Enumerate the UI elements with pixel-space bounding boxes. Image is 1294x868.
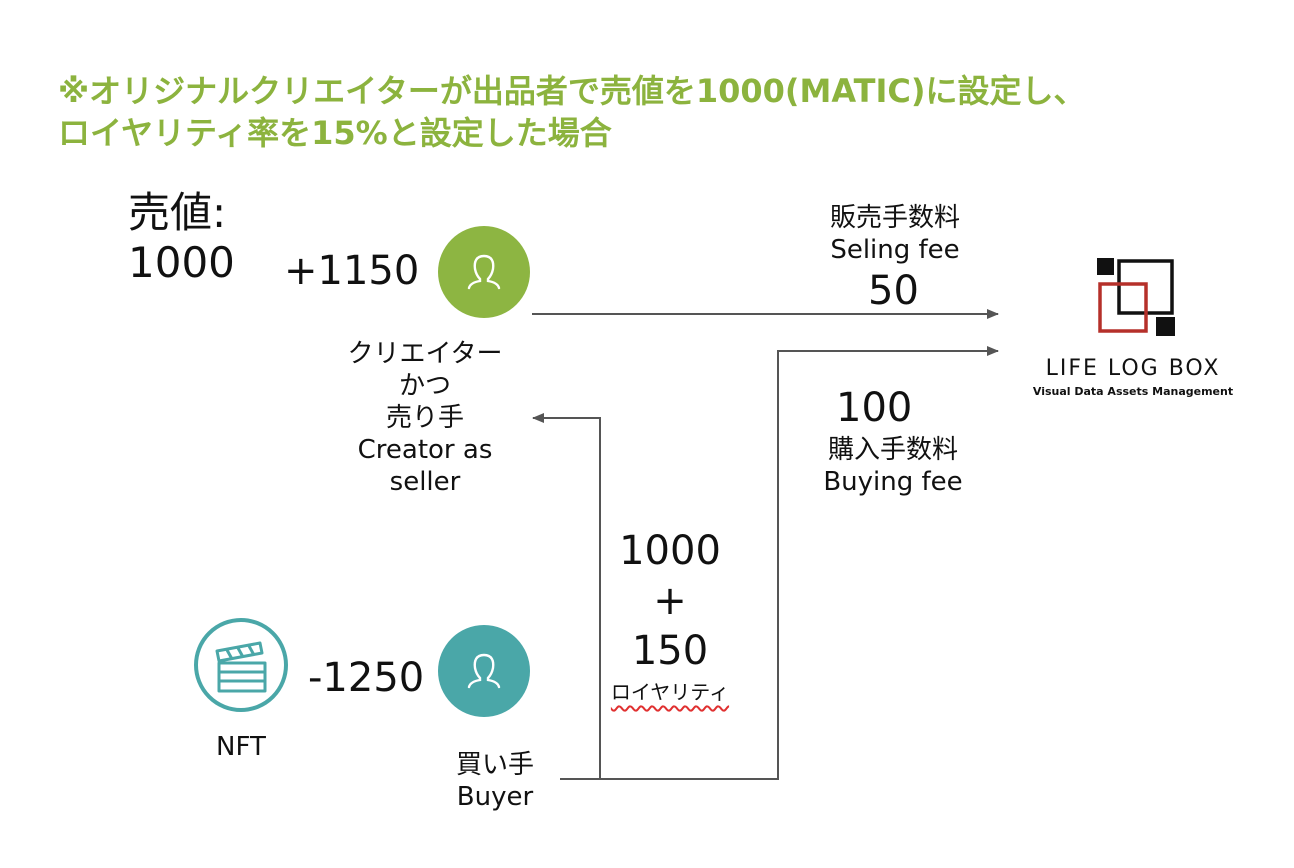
note-line-1: ※オリジナルクリエイターが出品者で売値を1000(MATIC)に設定し、 bbox=[58, 72, 1086, 110]
buying-fee-value: 100 bbox=[836, 385, 913, 431]
person-icon bbox=[467, 653, 501, 689]
buying-fee-arrow bbox=[560, 346, 999, 780]
payment-plus: + bbox=[653, 578, 687, 624]
buyer-amount: -1250 bbox=[308, 655, 425, 701]
payment-breakdown: 1000 + 150 bbox=[600, 526, 740, 676]
creator-amount: +1150 bbox=[284, 248, 420, 294]
buying-fee-jp: 購入手数料 bbox=[827, 435, 958, 465]
note-line-2: ロイヤリティ率を15%と設定した場合 bbox=[58, 114, 612, 152]
logo-squares-icon bbox=[1097, 258, 1175, 336]
payment-royalty-label: ロイヤリティ bbox=[610, 680, 730, 704]
payment-royalty-amount: 150 bbox=[631, 628, 709, 674]
selling-fee-jp: 販売手数料 bbox=[829, 203, 960, 233]
payment-arrow bbox=[532, 413, 601, 780]
selling-fee-label: 販売手数料 Seling fee bbox=[800, 202, 990, 266]
creator-label-line: Creator as bbox=[357, 435, 493, 465]
price-label: 売値: bbox=[128, 188, 227, 237]
buyer-label-line: Buyer bbox=[456, 782, 534, 812]
price-value: 1000 bbox=[128, 238, 235, 287]
nft-badge bbox=[193, 617, 289, 713]
selling-fee-en: Seling fee bbox=[830, 235, 960, 265]
payment-base: 1000 bbox=[619, 528, 721, 574]
nft-label: NFT bbox=[216, 732, 266, 762]
logo-name: LIFE LOG BOX bbox=[1045, 356, 1221, 381]
creator-avatar bbox=[438, 226, 530, 318]
logo-tagline: Visual Data Assets Management bbox=[1032, 385, 1234, 398]
buyer-avatar bbox=[438, 625, 530, 717]
creator-label-line: seller bbox=[389, 467, 461, 497]
person-icon bbox=[467, 254, 501, 290]
creator-label: クリエイター かつ 売り手 Creator as seller bbox=[330, 338, 520, 498]
selling-fee-value: 50 bbox=[868, 268, 919, 314]
creator-label-line: クリエイター bbox=[347, 339, 503, 369]
clapperboard-icon bbox=[194, 618, 288, 712]
lifelogbox-logo-mark bbox=[1097, 258, 1177, 338]
buyer-label: 買い手 Buyer bbox=[420, 749, 570, 813]
buying-fee-label: 購入手数料 Buying fee bbox=[796, 434, 990, 498]
buyer-label-line: 買い手 bbox=[455, 750, 534, 780]
creator-label-line: かつ bbox=[398, 371, 451, 401]
price-block: 売値: 1000 bbox=[128, 188, 235, 288]
creator-label-line: 売り手 bbox=[385, 403, 464, 433]
buying-fee-en: Buying fee bbox=[823, 467, 963, 497]
